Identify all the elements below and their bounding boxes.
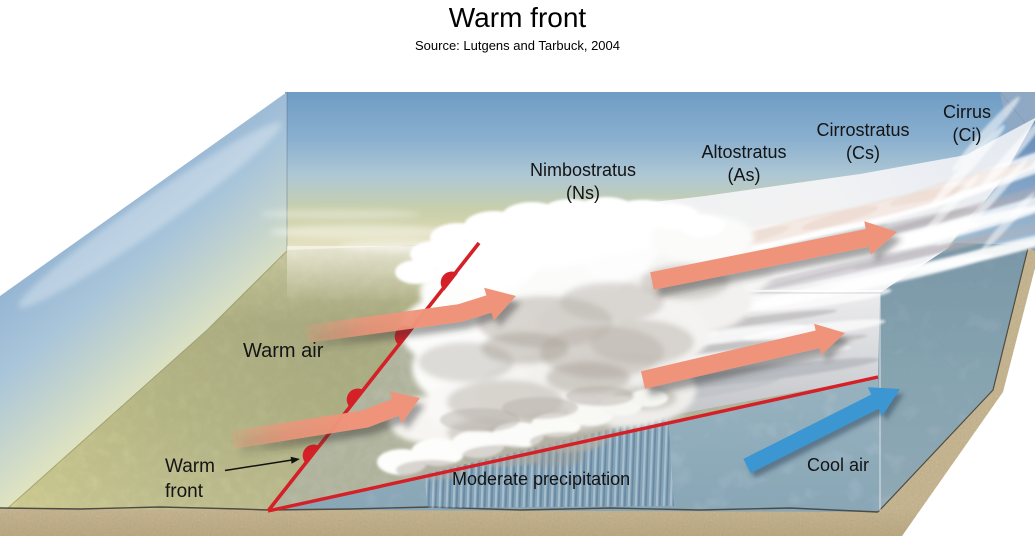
cool-air-arrow [743,387,900,474]
warm-air-arrow-4 [641,323,845,389]
warm-front-line2: front [165,481,204,502]
cloud-name: Nimbostratus [529,160,637,180]
sky-left-wall [0,92,287,509]
warm-air-arrow-1 [304,287,516,343]
label-moderate-precipitation: Moderate precipitation [452,469,631,489]
warm-front-line1: Warm [165,456,215,477]
label-warm-air: Warm air [243,340,324,362]
source-caption: Source: Lutgens and Tarbuck, 2004 [414,38,621,53]
cloud-name: Cirrostratus [816,120,910,140]
cirrus-swirls [917,96,1035,252]
cloud-name: Cirrus [943,102,991,122]
soil-right-edge-line [877,247,1029,513]
label-warm-front: Warm front [165,454,215,504]
cloud-abbr: (Cs) [845,143,880,163]
cloud-abbr: (Ns) [566,183,600,203]
cloud-abbr: (As) [727,165,761,185]
warm-air-arrows [230,221,897,449]
header: Warm front Source: Lutgens and Tarbuck, … [0,0,1035,54]
warm-front-pointer-arrow [224,456,300,472]
label-nimbostratus: Nimbostratus (Ns) [530,159,636,205]
page-title: Warm front [448,2,587,33]
cloud-name: Altostratus [701,142,787,162]
label-cirrostratus: Cirrostratus (Cs) [816,119,909,165]
warm-air-arrow-2 [230,391,420,449]
cloud-abbr: (Ci) [952,125,982,145]
front-slope-base-line [267,375,879,513]
label-cirrus: Cirrus (Ci) [943,101,991,147]
label-cool-air: Cool air [807,455,870,475]
warm-air-arrow-3 [650,221,897,290]
label-altostratus: Altostratus (As) [701,141,786,187]
ground-edge-line [0,506,879,513]
leftwall-terrain-crease [7,250,288,509]
nimbostratus-cloud-mass [377,197,772,480]
